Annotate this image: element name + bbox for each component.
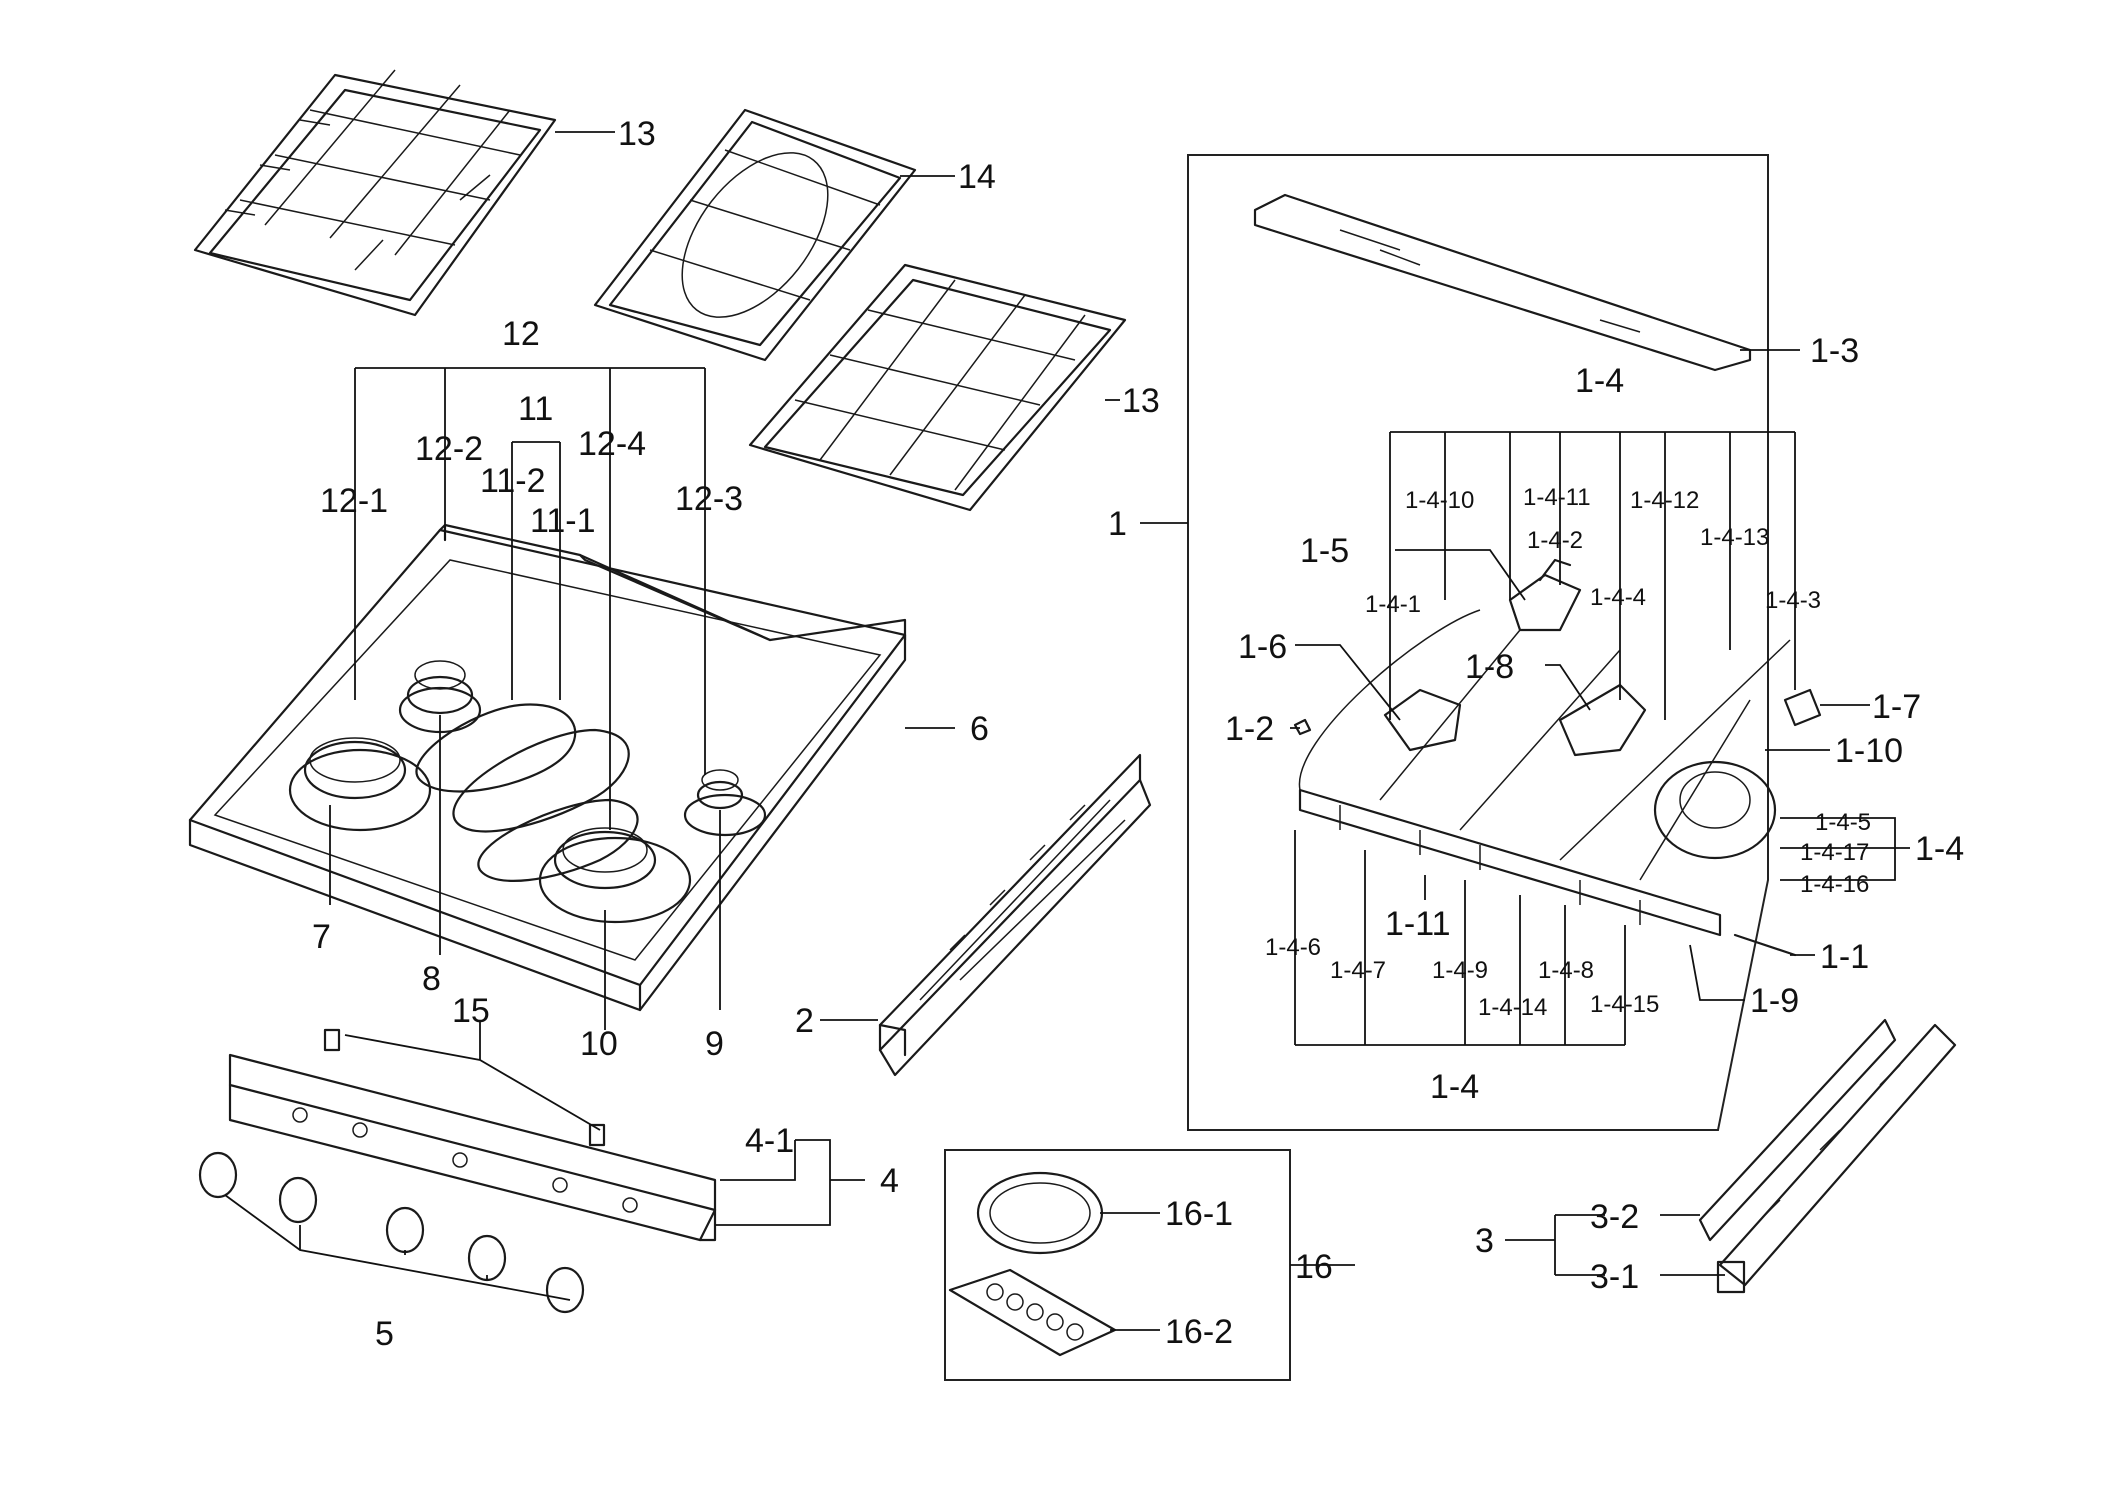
label-1-4-9: 1-4-9 <box>1432 957 1488 984</box>
label-14: 14 <box>958 158 996 196</box>
clip-1-2 <box>1293 718 1312 736</box>
label-1-4-right: 1-4 <box>1915 830 1964 868</box>
label-1-4-17: 1-4-17 <box>1800 839 1869 866</box>
label-1-6: 1-6 <box>1238 628 1287 666</box>
valve-1-6 <box>1383 688 1462 752</box>
label-1-4-15: 1-4-15 <box>1590 991 1659 1018</box>
label-4-1: 4-1 <box>745 1122 794 1160</box>
burner-9 <box>683 769 767 837</box>
label-11: 11 <box>518 390 553 428</box>
label-1-4-bottom: 1-4 <box>1430 1068 1479 1106</box>
grate-13-top <box>193 69 557 317</box>
label-13-top: 13 <box>618 115 656 153</box>
label-12-3: 12-3 <box>675 480 743 518</box>
part-labels: 13 14 13 12 12-1 12-2 12-3 12-4 11 11-2 … <box>312 115 1964 1353</box>
label-8: 8 <box>422 960 441 998</box>
label-1-4-3: 1-4-3 <box>1765 587 1821 614</box>
label-1-4-13: 1-4-13 <box>1700 524 1769 551</box>
label-11-1: 11-1 <box>530 502 596 540</box>
label-16: 16 <box>1295 1248 1333 1286</box>
label-1-4-16: 1-4-16 <box>1800 871 1869 898</box>
label-1-11: 1-11 <box>1385 905 1451 943</box>
label-1-4-8: 1-4-8 <box>1538 957 1594 984</box>
label-1: 1 <box>1108 505 1127 543</box>
label-1-8: 1-8 <box>1465 648 1514 686</box>
label-3-1: 3-1 <box>1590 1258 1639 1296</box>
label-16-1: 16-1 <box>1165 1195 1233 1233</box>
label-1-4-10: 1-4-10 <box>1405 487 1474 514</box>
label-2: 2 <box>795 1002 814 1040</box>
label-15: 15 <box>452 992 490 1030</box>
label-12-1: 12-1 <box>320 482 388 520</box>
label-7: 7 <box>312 918 331 956</box>
label-11-2: 11-2 <box>480 462 546 500</box>
valve-1-7 <box>1783 688 1822 727</box>
label-1-4-12: 1-4-12 <box>1630 487 1699 514</box>
gas-manifold-1-4 <box>1298 609 1791 937</box>
label-12-2: 12-2 <box>415 430 483 468</box>
label-12: 12 <box>502 315 540 353</box>
feet-16-2 <box>948 1268 1117 1357</box>
label-1-4-5: 1-4-5 <box>1815 809 1871 836</box>
label-1-9: 1-9 <box>1750 982 1799 1020</box>
label-1-5: 1-5 <box>1300 532 1349 570</box>
label-1-4-14: 1-4-14 <box>1478 994 1547 1021</box>
grate-14 <box>593 108 917 362</box>
subassembly-frame-1 <box>1187 154 1769 1131</box>
label-5: 5 <box>375 1315 394 1353</box>
side-trim-3 <box>1698 1018 1957 1294</box>
label-6: 6 <box>970 710 989 748</box>
label-1-4-2: 1-4-2 <box>1527 527 1583 554</box>
label-13-middle: 13 <box>1122 382 1160 420</box>
label-3-2: 3-2 <box>1590 1198 1639 1236</box>
leader-lines <box>224 131 1910 1331</box>
label-1-1: 1-1 <box>1820 938 1869 976</box>
burner-7 <box>288 737 432 832</box>
label-1-2: 1-2 <box>1225 710 1274 748</box>
oval-burner-11 <box>415 703 639 882</box>
side-panel-2 <box>878 753 1152 1077</box>
label-9: 9 <box>705 1025 724 1063</box>
wok-ring-16-1 <box>976 1171 1104 1255</box>
label-1-4-4: 1-4-4 <box>1590 584 1646 611</box>
label-1-4-11: 1-4-11 <box>1523 484 1591 511</box>
control-panel-4 <box>228 1028 717 1242</box>
label-12-4: 12-4 <box>578 425 646 463</box>
grate-13-middle <box>748 263 1127 512</box>
valve-1-8 <box>1558 683 1647 757</box>
label-1-7: 1-7 <box>1872 688 1921 726</box>
rear-bracket-1-3 <box>1253 193 1752 372</box>
label-1-3: 1-3 <box>1810 332 1859 370</box>
label-16-2: 16-2 <box>1165 1313 1233 1351</box>
valve-1-5 <box>1508 558 1582 632</box>
label-1-4-top: 1-4 <box>1575 362 1624 400</box>
label-1-4-1: 1-4-1 <box>1365 591 1421 618</box>
label-1-4-7: 1-4-7 <box>1330 957 1386 984</box>
label-4: 4 <box>880 1162 899 1200</box>
burner-10 <box>538 827 692 924</box>
label-3: 3 <box>1475 1222 1494 1260</box>
label-1-4-6: 1-4-6 <box>1265 934 1321 961</box>
burner-1-10 <box>1653 760 1777 860</box>
knobs-5 <box>198 1151 585 1314</box>
label-1-10: 1-10 <box>1835 732 1903 770</box>
label-10: 10 <box>580 1025 618 1063</box>
pin-1-1 <box>1733 933 1797 957</box>
